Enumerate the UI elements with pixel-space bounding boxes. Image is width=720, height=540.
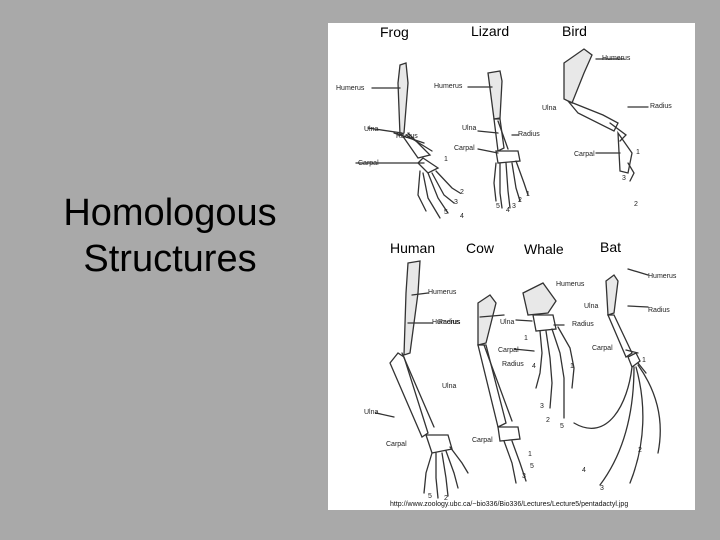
human-ulna-label: Ulna	[364, 409, 379, 416]
lizard-digit-3: 3	[512, 203, 516, 210]
label-bird: Bird	[562, 23, 587, 39]
slide-title: Homologous Structures	[40, 190, 300, 282]
whale-digit-1: 1	[524, 335, 528, 342]
cow-digit-3: 3	[522, 473, 526, 480]
cow-digit-5: 5	[530, 463, 534, 470]
label-lizard: Lizard	[471, 23, 510, 39]
frog-carpal-label: Carpal	[358, 160, 379, 167]
bat-humerus-label: Humerus	[648, 273, 677, 280]
frog-ulna-label: Ulna	[364, 126, 379, 133]
whale-digit-4: 4	[532, 363, 536, 370]
whale-limb	[522, 282, 575, 419]
frog-digit-4: 4	[460, 213, 464, 220]
pentadactyl-limb-figure: Frog Lizard Bird Human Cow Whale Bat Hum…	[328, 23, 695, 510]
whale-carpal-label: Carpal	[498, 347, 519, 354]
human-digit-2: 2	[444, 495, 448, 502]
frog-digit-5: 5	[444, 209, 448, 216]
bat-limb	[573, 274, 661, 486]
cow-humerus-label: Humerus	[432, 319, 461, 326]
whale-digit-1b: 1	[570, 363, 574, 370]
label-bat: Bat	[600, 239, 622, 255]
bird-carpal-label: Carpal	[574, 151, 595, 158]
bird-digit-2: 2	[634, 201, 638, 208]
bat-digit-1: 1	[642, 357, 646, 364]
bird-radius-label: Radius	[650, 103, 672, 110]
frog-humerus-label: Humerus	[336, 85, 365, 92]
limb-drawings	[355, 48, 661, 499]
cow-ulna-label: Ulna	[442, 383, 457, 390]
human-humerus-label: Humerus	[428, 289, 457, 296]
title-line-2: Structures	[83, 238, 257, 280]
lizard-digit-2: 2	[518, 197, 522, 204]
lizard-ulna-label: Ulna	[462, 125, 477, 132]
cow-radius-label: Radius	[502, 361, 524, 368]
cow-digit-1: 1	[528, 451, 532, 458]
frog-digit-3: 3	[454, 199, 458, 206]
bat-ulna-label: Ulna	[584, 303, 599, 310]
whale-digit-5: 5	[560, 423, 564, 430]
human-digit-5: 5	[428, 493, 432, 500]
human-carpal-label: Carpal	[386, 441, 407, 448]
cow-carpal-label: Carpal	[472, 437, 493, 444]
frog-radius-label: Radius	[396, 133, 418, 140]
lizard-radius-label: Radius	[518, 131, 540, 138]
cow-limb	[477, 294, 527, 484]
frog-limb	[397, 62, 461, 219]
label-whale: Whale	[524, 241, 564, 257]
bat-digit-4: 4	[582, 467, 586, 474]
lizard-digit-5: 5	[496, 203, 500, 210]
bat-digit-2: 2	[638, 447, 642, 454]
human-limb	[389, 260, 469, 499]
lizard-digit-1: 1	[526, 191, 530, 198]
whale-radius-label: Radius	[572, 321, 594, 328]
frog-digit-1: 1	[444, 156, 448, 163]
whale-digit-3: 3	[540, 403, 544, 410]
bird-humerus-label: Humerus	[602, 55, 631, 62]
label-frog: Frog	[380, 24, 409, 40]
bat-radius-label: Radius	[648, 307, 670, 314]
lizard-humerus-label: Humerus	[434, 83, 463, 90]
bird-digit-1: 1	[636, 149, 640, 156]
whale-digit-2: 2	[546, 417, 550, 424]
bird-ulna-label: Ulna	[542, 105, 557, 112]
source-url[interactable]: http://www.zoology.ubc.ca/~bio336/Bio336…	[390, 501, 629, 508]
bat-digit-3: 3	[600, 485, 604, 492]
lizard-carpal-label: Carpal	[454, 145, 475, 152]
lizard-digit-4: 4	[506, 207, 510, 214]
whale-humerus-label: Humerus	[556, 281, 585, 288]
label-human: Human	[390, 240, 436, 256]
bird-limb	[563, 48, 635, 182]
frog-digit-2: 2	[460, 189, 464, 196]
bat-carpal-label: Carpal	[592, 345, 613, 352]
title-line-1: Homologous	[63, 192, 277, 234]
bird-digit-3: 3	[622, 175, 626, 182]
whale-ulna-label: Ulna	[500, 319, 515, 326]
lizard-limb	[487, 70, 529, 209]
human-radius-label: Radius	[438, 319, 460, 326]
label-cow: Cow	[466, 240, 495, 256]
